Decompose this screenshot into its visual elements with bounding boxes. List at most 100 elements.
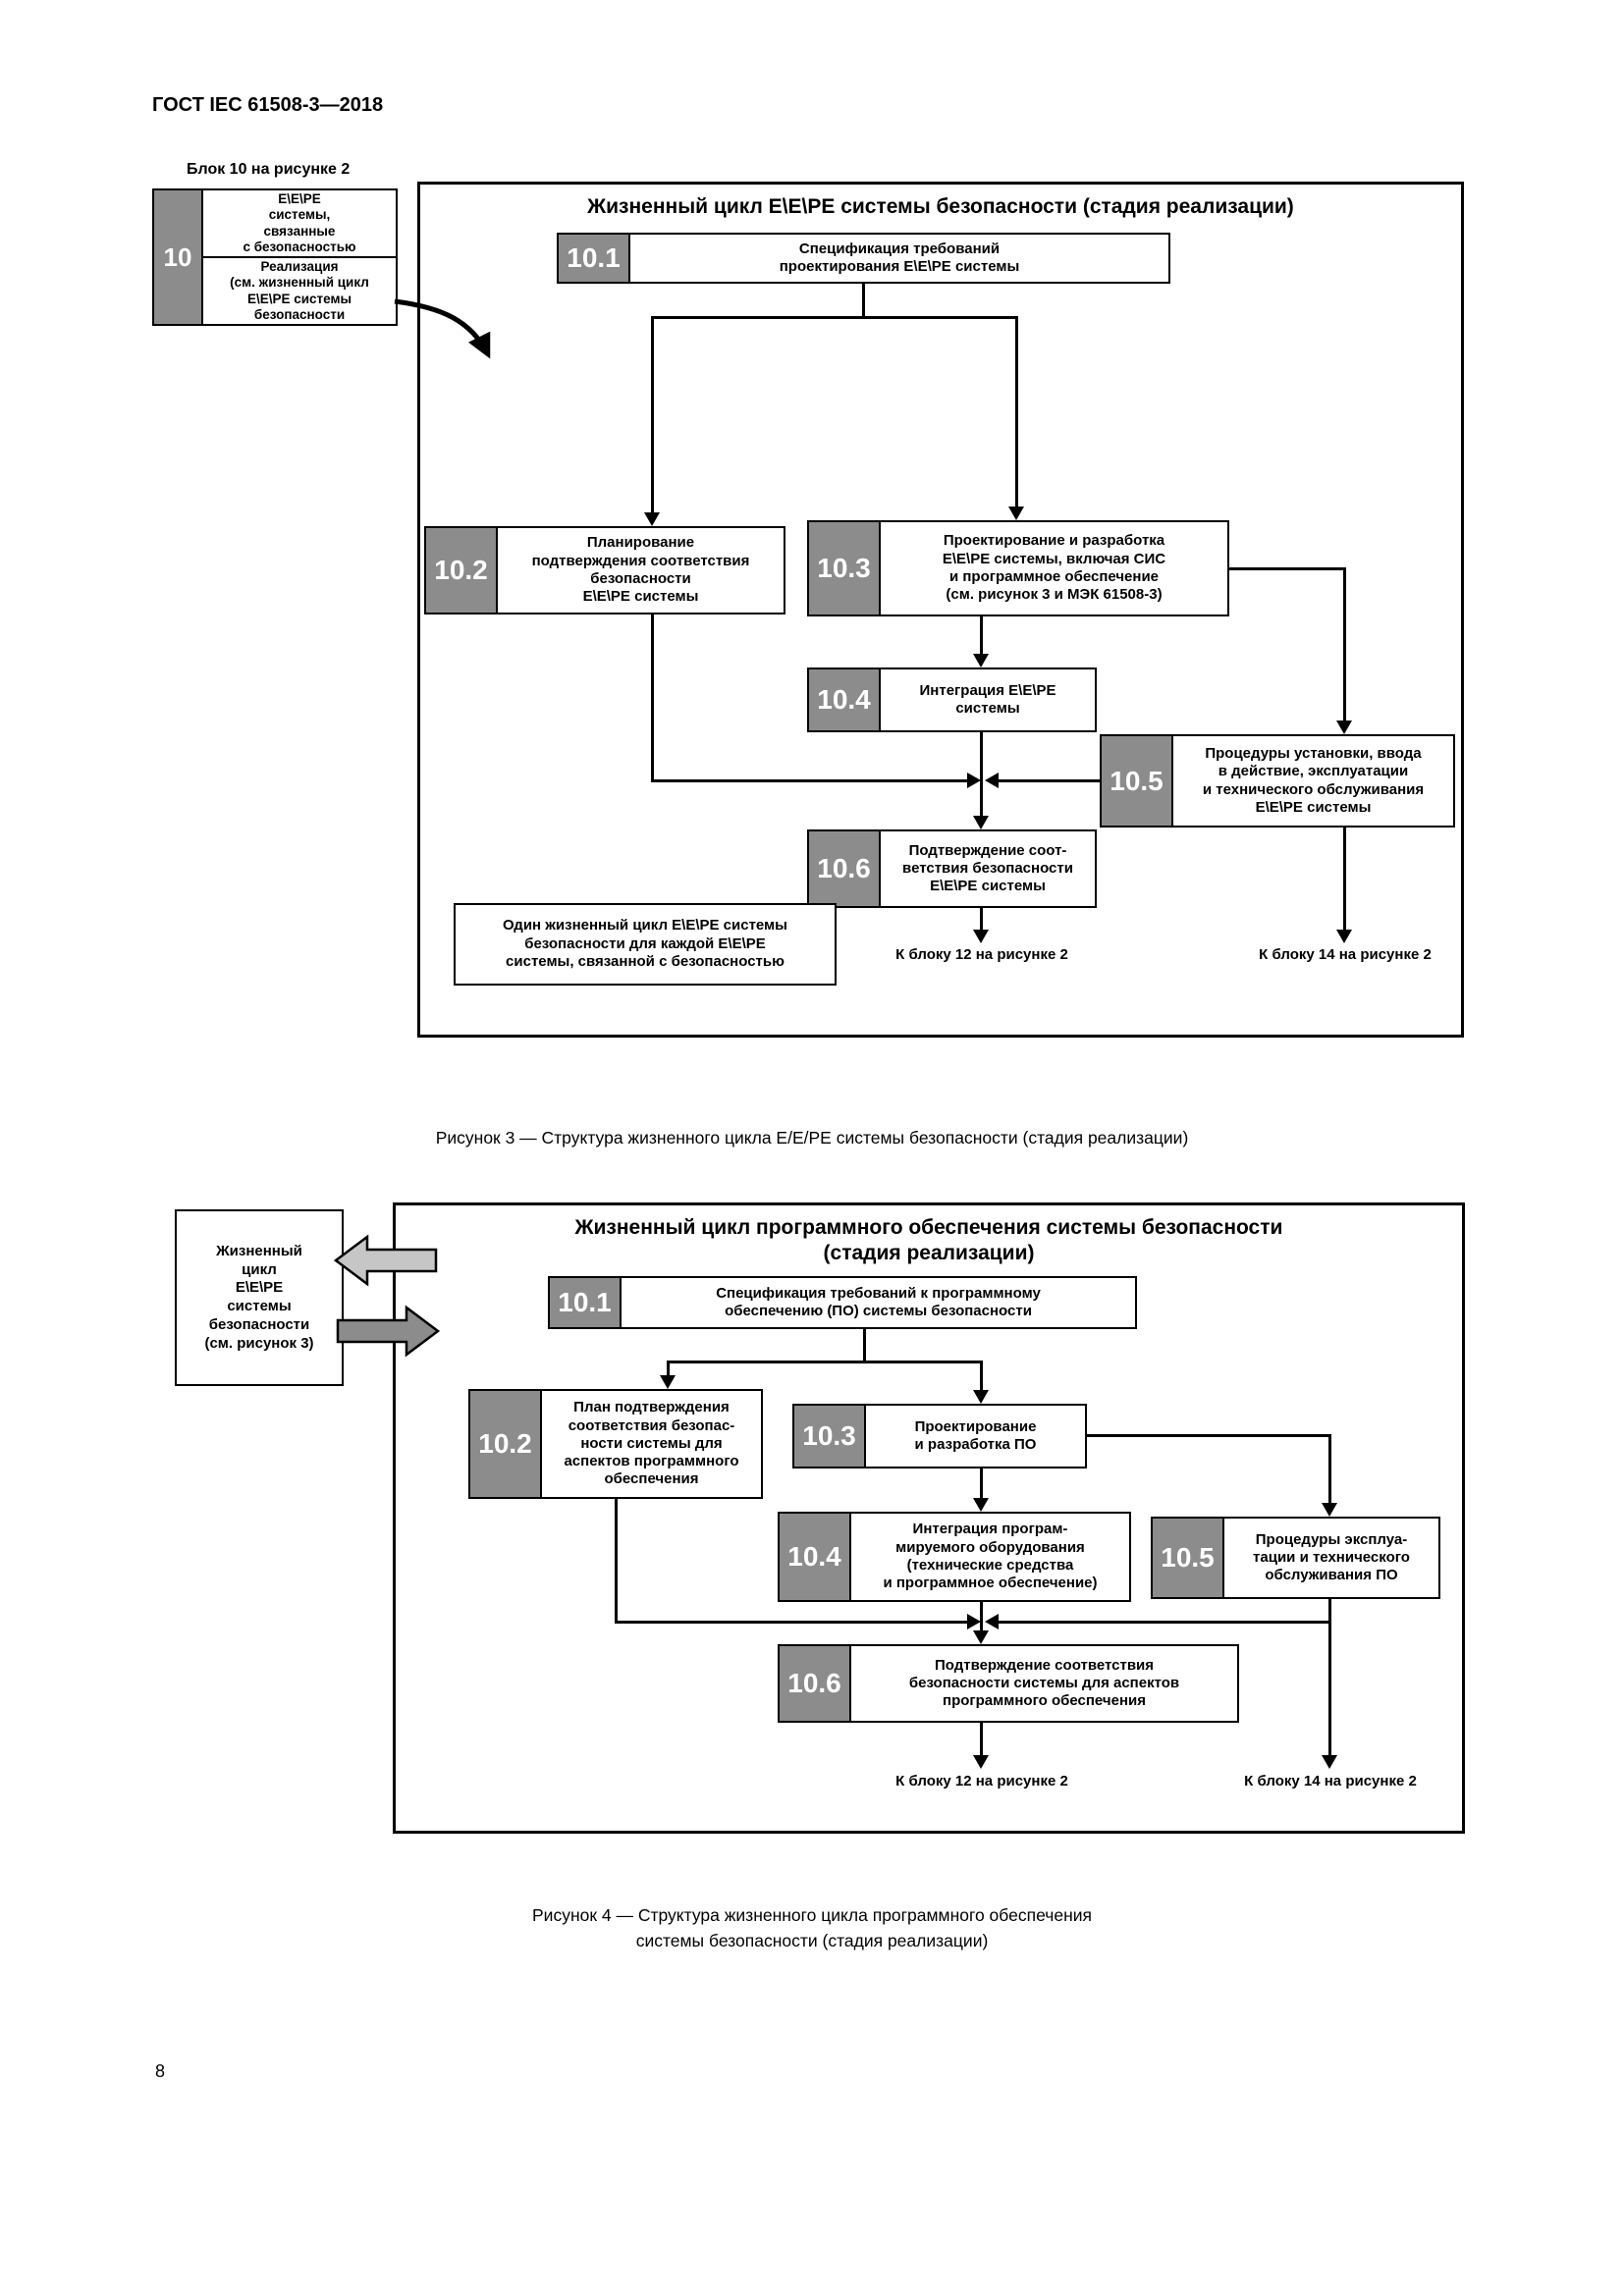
page-header: ГОСТ IEC 61508-3—2018 [152, 94, 384, 116]
fig4-connector-v-exit12 [980, 1723, 983, 1757]
fig3-arrowhead-into-102 [644, 512, 660, 526]
fig3-arrowhead-junction-left [967, 773, 981, 788]
fig3-connector-h-from-102 [651, 779, 967, 782]
fig4-arrowhead-into-103 [973, 1390, 989, 1404]
fig4-side-box: Жизненный цикл E\E\PE системы безопаснос… [175, 1209, 344, 1386]
fig3-block-10-1-number: 10.1 [557, 233, 630, 284]
fig3-block-10-2-number: 10.2 [424, 526, 498, 614]
fig3-block-10-6-text: Подтверждение соот- ветствия безопасност… [879, 829, 1097, 908]
fig4-connector-v-101 [863, 1329, 866, 1363]
fig4-block-10-2-text: План подтверждения соответствия безопас-… [540, 1389, 763, 1499]
fig3-arrowhead-into-106 [973, 816, 989, 829]
fig3-arrowhead-into-103 [1008, 507, 1024, 520]
fig4-connector-v-to-102 [667, 1361, 670, 1377]
fig3-side-number: 10 [152, 188, 203, 326]
fig4-block-10-6-text: Подтверждение соответствия безопасности … [849, 1644, 1239, 1723]
fig3-connector-h-from-105 [999, 779, 1100, 782]
fig3-block-10-5: 10.5 Процедуры установки, ввода в действ… [1100, 734, 1455, 828]
fig3-connector-h-103-right [1227, 567, 1345, 570]
fig4-block-10-6-number: 10.6 [778, 1644, 851, 1723]
fig3-title: Жизненный цикл E\E\PE системы безопаснос… [587, 195, 1294, 218]
fig3-connector-v-104-106 [980, 732, 983, 818]
fig3-block-10-5-text: Процедуры установки, ввода в действие, э… [1171, 734, 1455, 828]
fig4-arrowhead-into-106 [973, 1630, 989, 1644]
fig4-connector-h-split [667, 1361, 983, 1363]
fig3-connector-v-exit12 [980, 908, 983, 932]
fig3-block-10-3-text: Проектирование и разработка E\E\PE систе… [879, 520, 1229, 616]
fig3-block-10-3: 10.3 Проектирование и разработка E\E\PE … [807, 520, 1229, 616]
fig4-block-10-4-number: 10.4 [778, 1512, 851, 1602]
fig3-arrowhead-exit12 [973, 930, 989, 943]
fig4-arrowhead-into-104 [973, 1498, 989, 1512]
fig3-side-block: 10 E\E\PE системы, связанные с безопасно… [152, 188, 398, 326]
fig4-block-10-5-number: 10.5 [1151, 1517, 1224, 1599]
fig4-block-10-3-number: 10.3 [792, 1404, 866, 1468]
fig3-connector-v-to-103 [1015, 316, 1018, 508]
fig4-connector-v-104-106 [980, 1602, 983, 1632]
fig4-block-10-2-number: 10.2 [468, 1389, 542, 1499]
fig3-arrowhead-into-105 [1336, 721, 1352, 734]
fig4-block-10-1: 10.1 Спецификация требований к программн… [548, 1276, 1137, 1329]
flow-arrow-left-icon [334, 1234, 438, 1287]
fig3-exit12-label: К блоку 12 на рисунке 2 [895, 946, 1068, 963]
fig3-arrowhead-exit14 [1336, 930, 1352, 943]
fig3-arrowhead-junction-right [985, 773, 999, 788]
fig3-side-cells: E\E\PE системы, связанные с безопасность… [201, 188, 398, 326]
fig3-arrowhead-into-104 [973, 654, 989, 667]
fig3-connector-v-101 [862, 284, 865, 319]
fig3-block-10-5-number: 10.5 [1100, 734, 1173, 828]
fig3-connector-v-to-105 [1343, 567, 1346, 722]
page-number: 8 [155, 2061, 166, 2081]
fig4-block-10-6: 10.6 Подтверждение соответствия безопасн… [778, 1644, 1239, 1723]
fig3-side-cell-bottom: Реализация (см. жизненный цикл E\E\PE си… [201, 256, 398, 326]
fig3-block-10-2-text: Планирование подтверждения соответствия … [496, 526, 785, 614]
fig4-block-10-4-text: Интеграция програм- мируемого оборудован… [849, 1512, 1131, 1602]
fig4-connector-h-from-102 [615, 1621, 967, 1624]
fig3-exit14-label: К блоку 14 на рисунке 2 [1259, 946, 1432, 963]
fig4-arrowhead-into-105 [1322, 1503, 1337, 1517]
fig4-block-10-2: 10.2 План подтверждения соответствия без… [468, 1389, 763, 1499]
fig4-connector-v-from-105 [1328, 1599, 1331, 1757]
flow-arrow-right-icon [336, 1305, 441, 1358]
fig3-block-10-4-number: 10.4 [807, 667, 881, 732]
fig4-exit12-label: К блоку 12 на рисунке 2 [895, 1773, 1068, 1789]
fig4-block-10-4: 10.4 Интеграция програм- мируемого обору… [778, 1512, 1131, 1602]
fig3-connector-h-split [651, 316, 1018, 319]
fig4-block-10-3: 10.3 Проектирование и разработка ПО [792, 1404, 1087, 1468]
fig4-connector-v-to-105 [1328, 1434, 1331, 1505]
fig4-arrowhead-exit12 [973, 1755, 989, 1769]
fig4-connector-v-to-103 [980, 1361, 983, 1392]
fig3-block-10-4: 10.4 Интеграция E\E\PE системы [807, 667, 1097, 732]
fig3-block-10-1-text: Спецификация требований проектирования E… [628, 233, 1170, 284]
fig4-block-10-1-number: 10.1 [548, 1276, 622, 1329]
fig3-note-box: Один жизненный цикл E\E\PE системы безоп… [454, 903, 837, 986]
fig4-block-10-5-text: Процедуры эксплуа- тации и технического … [1222, 1517, 1440, 1599]
fig3-block-10-6: 10.6 Подтверждение соот- ветствия безопа… [807, 829, 1097, 908]
fig4-arrowhead-junction-right [985, 1614, 999, 1629]
fig3-connector-v-from-102 [651, 614, 654, 782]
fig3-block-10-2: 10.2 Планирование подтверждения соответс… [424, 526, 785, 614]
fig4-block-10-5: 10.5 Процедуры эксплуа- тации и техничес… [1151, 1517, 1440, 1599]
fig4-block-10-3-text: Проектирование и разработка ПО [864, 1404, 1087, 1468]
fig3-block-10-4-text: Интеграция E\E\PE системы [879, 667, 1097, 732]
fig3-connector-v-exit14 [1343, 828, 1346, 932]
fig3-caption: Рисунок 3 — Структура жизненного цикла E… [435, 1128, 1189, 1148]
fig3-connector-v-to-102 [651, 316, 654, 514]
fig3-connector-v-103-104 [980, 616, 983, 656]
fig3-block-10-6-number: 10.6 [807, 829, 881, 908]
fig4-arrowhead-junction-left [967, 1614, 981, 1629]
fig3-block-10-3-number: 10.3 [807, 520, 881, 616]
fig4-title: Жизненный цикл программного обеспечения … [574, 1216, 1283, 1265]
fig4-caption: Рисунок 4 — Структура жизненного цикла п… [532, 1905, 1092, 1951]
fig4-block-10-1-text: Спецификация требований к программному о… [620, 1276, 1137, 1329]
fig3-block-10-1: 10.1 Спецификация требований проектирова… [557, 233, 1170, 284]
fig4-connector-h-103-right [1085, 1434, 1330, 1437]
fig4-connector-v-103-104 [980, 1468, 983, 1500]
fig3-entry-curved-arrow-icon [394, 298, 491, 359]
fig4-exit14-label: К блоку 14 на рисунке 2 [1244, 1773, 1417, 1789]
fig3-outer-label: Блок 10 на рисунке 2 [187, 161, 351, 178]
fig4-connector-v-from-102 [615, 1499, 618, 1624]
fig4-arrowhead-exit14 [1322, 1755, 1337, 1769]
fig4-flow-arrows [334, 1234, 441, 1358]
